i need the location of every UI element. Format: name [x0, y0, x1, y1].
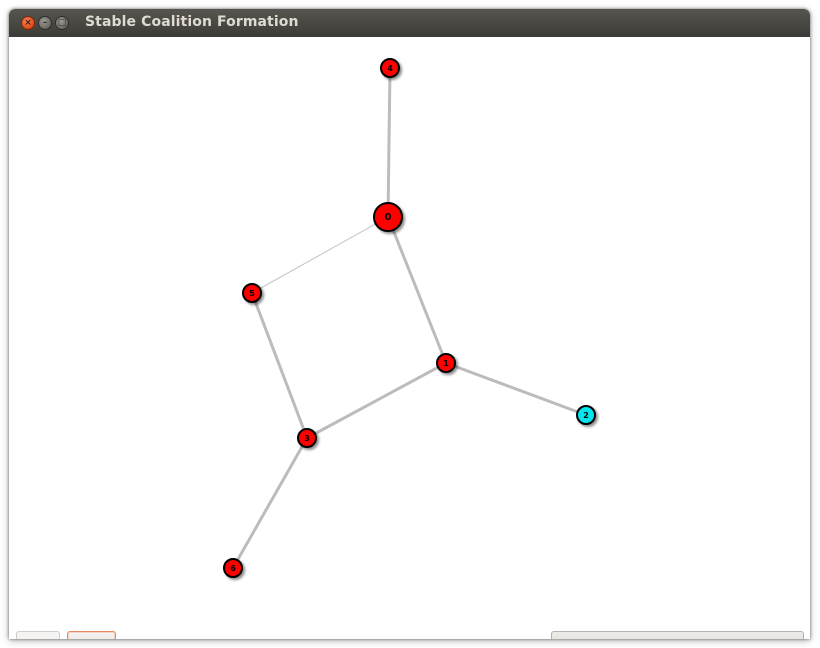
close-icon[interactable]: ×: [21, 16, 35, 30]
node-6[interactable]: 6: [223, 558, 243, 578]
edge-1-2: [444, 361, 588, 417]
node-4[interactable]: 4: [380, 58, 400, 78]
node-label-5: 5: [249, 289, 255, 298]
node-3[interactable]: 3: [297, 428, 317, 448]
edge-0-1: [386, 215, 448, 365]
node-label-6: 6: [230, 564, 236, 573]
maximize-icon[interactable]: □: [55, 16, 69, 30]
minimize-icon[interactable]: –: [38, 16, 52, 30]
node-label-3: 3: [304, 434, 310, 443]
node-circle-2[interactable]: [576, 405, 596, 425]
start-button[interactable]: Start: [16, 631, 60, 639]
node-label-0: 0: [385, 212, 392, 223]
node-circle-1[interactable]: [436, 353, 456, 373]
edge-1-3: [305, 361, 448, 440]
node-0[interactable]: 0: [373, 202, 403, 232]
edge-4-0: [386, 66, 392, 219]
node-circle-3[interactable]: [297, 428, 317, 448]
window-title: Stable Coalition Formation: [85, 14, 299, 30]
node-1[interactable]: 1: [436, 353, 456, 373]
node-5[interactable]: 5: [242, 283, 262, 303]
node-circle-5[interactable]: [242, 283, 262, 303]
node-label-4: 4: [387, 64, 393, 73]
window-controls: × – □: [21, 16, 69, 30]
node-layer: 0 1 2 3 4 5 6: [223, 58, 596, 578]
node-2[interactable]: 2: [576, 405, 596, 425]
node-circle-6[interactable]: [223, 558, 243, 578]
edge-layer: [231, 66, 588, 570]
edge-0-5: [251, 216, 389, 294]
node-label-2: 2: [583, 411, 589, 420]
title-bar[interactable]: × – □ Stable Coalition Formation: [9, 9, 810, 37]
node-circle-4[interactable]: [380, 58, 400, 78]
node-circle-0[interactable]: [373, 202, 403, 232]
average-user-gain-display: Average User Gain = 3.9993 (0.33%): [550, 631, 804, 639]
node-label-1: 1: [443, 359, 449, 368]
edge-5-3: [250, 291, 309, 440]
edge-3-6: [231, 436, 309, 570]
coalition-graph[interactable]: 0 1 2 3 4 5 6: [9, 37, 810, 627]
app-window: × – □ Stable Coalition Formation 0 1 2 3 4 5 6…: [9, 9, 810, 639]
reset-button[interactable]: Reset: [67, 631, 116, 639]
graph-canvas[interactable]: 0 1 2 3 4 5 6 Start Reset Average User Gain = …: [9, 37, 810, 639]
